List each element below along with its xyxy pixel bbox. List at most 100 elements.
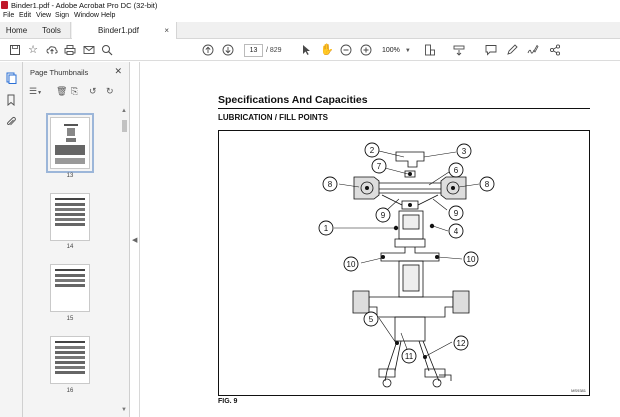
- svg-text:2: 2: [370, 146, 375, 155]
- callout-10-right: 10: [463, 251, 479, 267]
- callout-10-left: 10: [343, 256, 359, 272]
- menu-file[interactable]: File: [3, 12, 15, 19]
- scroll-up-icon[interactable]: ▲: [121, 108, 127, 114]
- tab-tools[interactable]: Tools: [33, 22, 71, 39]
- upload-icon[interactable]: [46, 44, 58, 56]
- select-cursor-icon[interactable]: [300, 44, 312, 56]
- menu-bar: File Edit View Sign Window Help: [0, 11, 620, 22]
- left-icon-rail: [0, 62, 23, 417]
- callout-5: 5: [363, 311, 379, 327]
- page-total: / 829: [266, 47, 282, 54]
- zoom-level-value: 100%: [382, 47, 400, 54]
- machine-drawing: 2 3 7 6 8 8 9 9 1 4 10 10 5 11 12: [318, 142, 495, 388]
- rotate-right-icon[interactable]: ↻: [106, 86, 114, 96]
- pdf-page: Specifications And Capacities LUBRICATIO…: [140, 62, 620, 417]
- svg-text:8: 8: [328, 180, 333, 189]
- tab-home[interactable]: Home: [5, 26, 28, 35]
- figure-caption: FIG. 9: [218, 398, 238, 405]
- toolbar: ☆ 13 / 829 ✋ 100% ▼: [0, 40, 620, 61]
- chevron-down-icon: ▼: [404, 48, 411, 54]
- thumbnail-page-16[interactable]: [50, 336, 90, 384]
- tab-document[interactable]: Binder1.pdf ×: [72, 22, 177, 39]
- page-layout-icon[interactable]: [424, 44, 436, 56]
- sign-icon[interactable]: [527, 44, 539, 56]
- callout-9-right: 9: [448, 205, 464, 221]
- callout-3: 3: [456, 143, 472, 159]
- attachment-icon[interactable]: [5, 116, 17, 128]
- mail-icon[interactable]: [83, 44, 95, 56]
- menu-window[interactable]: Window: [74, 12, 99, 19]
- page-heading: Specifications And Capacities: [218, 94, 368, 106]
- svg-text:7: 7: [377, 162, 382, 171]
- panel-toolbar: ☰▼ 🗑 ⎘ ↺ ↻: [29, 86, 124, 98]
- callout-6: 6: [448, 162, 464, 178]
- svg-text:12: 12: [457, 339, 466, 348]
- scroll-mode-icon[interactable]: [453, 44, 465, 56]
- menu-help[interactable]: Help: [101, 12, 116, 19]
- hand-tool-icon[interactable]: ✋: [320, 44, 334, 56]
- svg-text:9: 9: [454, 209, 459, 218]
- callout-12: 12: [453, 335, 469, 351]
- rotate-left-icon[interactable]: ↺: [89, 86, 97, 96]
- document-viewer[interactable]: Specifications And Capacities LUBRICATIO…: [139, 62, 620, 417]
- scrollbar-thumb[interactable]: [122, 120, 127, 132]
- acrobat-logo-icon: [1, 1, 8, 9]
- menu-sign[interactable]: Sign: [55, 12, 70, 19]
- delete-icon[interactable]: 🗑: [56, 86, 68, 96]
- svg-text:8: 8: [485, 180, 490, 189]
- lubrication-diagram: 2 3 7 6 8 8 9 9 1 4 10 10 5 11 12 MS93: [218, 130, 590, 396]
- thumbnail-scrollbar[interactable]: ▲ ▼: [121, 108, 128, 413]
- heading-rule: [218, 108, 590, 110]
- options-menu-icon[interactable]: ☰▼: [29, 86, 43, 96]
- zoom-out-icon[interactable]: [340, 44, 352, 56]
- zoom-in-icon[interactable]: [360, 44, 372, 56]
- title-bar: Binder1.pdf - Adobe Acrobat Pro DC (32-b…: [0, 0, 620, 11]
- svg-text:3: 3: [462, 147, 467, 156]
- collapse-panel-icon[interactable]: ◀: [132, 237, 138, 244]
- svg-text:4: 4: [454, 227, 459, 236]
- search-icon[interactable]: [101, 44, 113, 56]
- zoom-level-select[interactable]: 100% ▼: [382, 44, 412, 57]
- svg-text:11: 11: [405, 352, 414, 361]
- tab-document-label: Binder1.pdf: [98, 26, 139, 35]
- print-icon[interactable]: [64, 44, 76, 56]
- page-number-input[interactable]: 13: [244, 44, 263, 57]
- thumbnail-number: 16: [66, 388, 74, 394]
- share-icon[interactable]: [549, 44, 561, 56]
- thumbnail-number: 14: [66, 244, 74, 250]
- callout-2: 2: [364, 142, 380, 158]
- pen-icon[interactable]: [506, 44, 518, 56]
- thumbnail-page-14[interactable]: [50, 193, 90, 241]
- callout-4: 4: [448, 223, 464, 239]
- thumbnail-page-13[interactable]: [46, 113, 94, 173]
- thumbnail-number: 13: [66, 173, 74, 179]
- comment-icon[interactable]: [485, 44, 497, 56]
- callout-9-left: 9: [375, 207, 391, 223]
- svg-text:6: 6: [454, 166, 459, 175]
- panel-title: Page Thumbnails: [30, 68, 89, 77]
- svg-text:10: 10: [467, 255, 476, 264]
- close-icon[interactable]: ×: [164, 26, 169, 35]
- save-icon[interactable]: [9, 44, 21, 56]
- svg-text:10: 10: [347, 260, 356, 269]
- bookmark-icon[interactable]: [5, 94, 17, 106]
- callout-1: 1: [318, 220, 334, 236]
- next-page-icon[interactable]: [222, 44, 234, 56]
- callout-8-right: 8: [479, 176, 495, 192]
- thumbnail-page-15[interactable]: [50, 264, 90, 312]
- page-thumbnails-panel: Page Thumbnails ✕ ☰▼ 🗑 ⎘ ↺ ↻ 13 14 15: [23, 62, 130, 417]
- window-title: Binder1.pdf - Adobe Acrobat Pro DC (32-b…: [11, 1, 158, 10]
- thumbnail-number: 15: [66, 316, 74, 322]
- menu-view[interactable]: View: [36, 12, 52, 19]
- scroll-down-icon[interactable]: ▼: [121, 407, 127, 413]
- svg-text:9: 9: [381, 211, 386, 220]
- menu-edit[interactable]: Edit: [19, 12, 32, 19]
- page-thumbnails-icon[interactable]: [5, 72, 17, 84]
- insert-page-icon[interactable]: ⎘: [71, 86, 79, 96]
- previous-page-icon[interactable]: [202, 44, 214, 56]
- figure-code: MS9381: [571, 388, 586, 393]
- page-subheading: LUBRICATION / FILL POINTS: [218, 113, 328, 122]
- svg-text:5: 5: [369, 315, 374, 324]
- star-icon[interactable]: ☆: [28, 44, 38, 56]
- panel-close-icon[interactable]: ✕: [114, 66, 122, 76]
